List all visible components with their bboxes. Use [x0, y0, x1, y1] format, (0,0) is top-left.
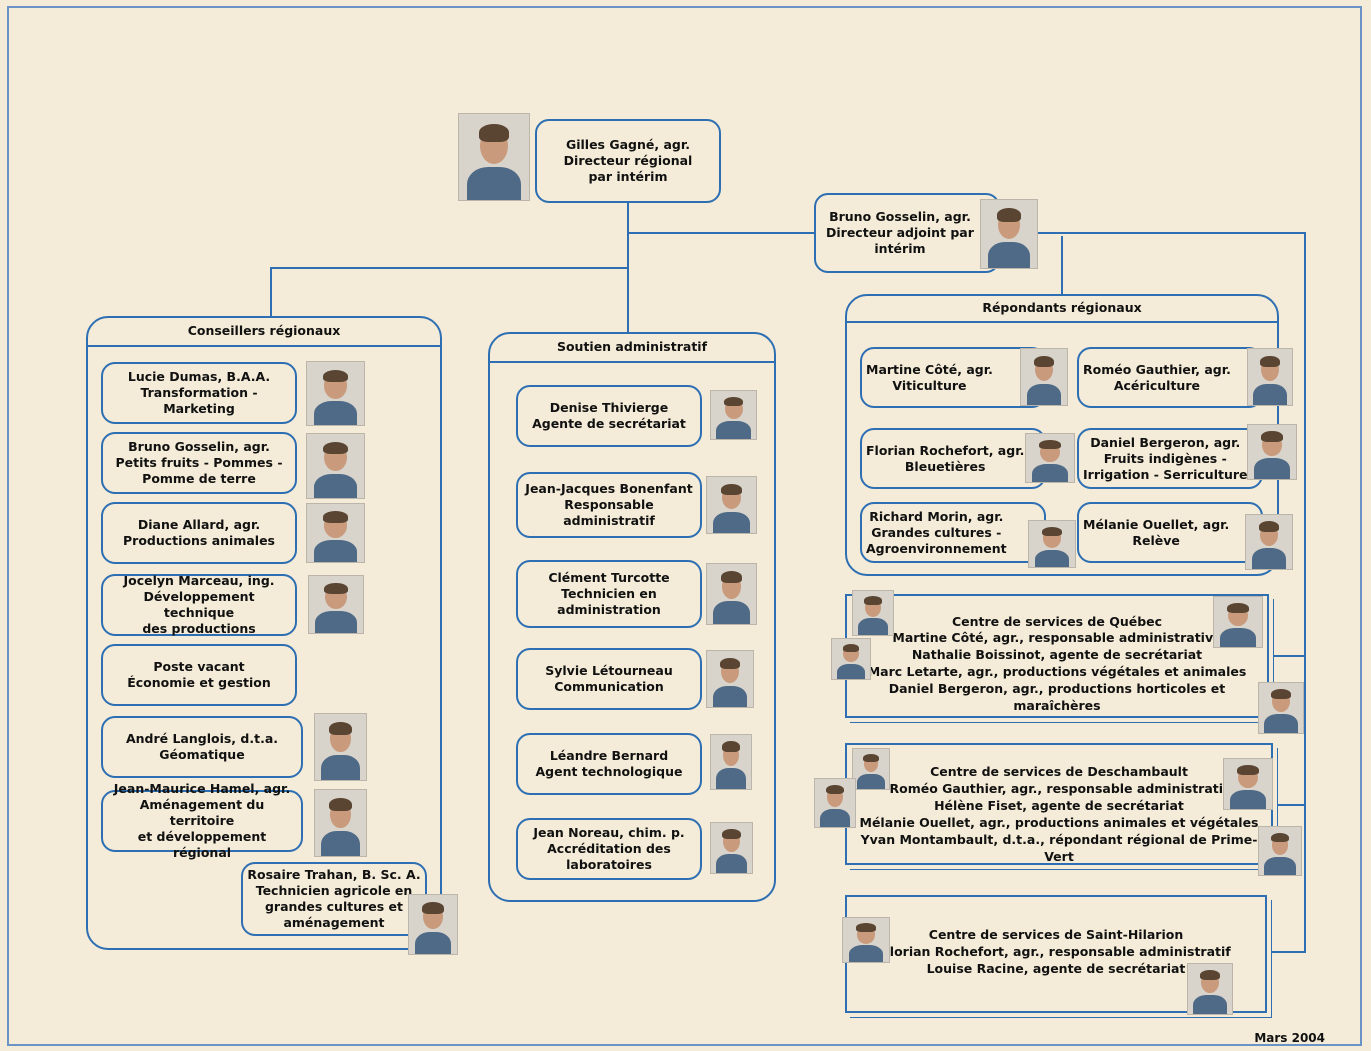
centre-quebec-line: Nathalie Boissinot, agente de secrétaria… — [911, 647, 1203, 662]
director-photo — [458, 113, 530, 201]
soutien-box: Jean-Jacques Bonenfant Responsable admin… — [516, 472, 702, 538]
centre-deschambault: Centre de services de Deschambault Roméo… — [845, 743, 1273, 865]
conseiller-box: Lucie Dumas, B.A.A. Transformation - Mar… — [101, 362, 297, 424]
repondant-box: Daniel Bergeron, agr. Fruits indigènes -… — [1077, 428, 1263, 489]
soutien-box: Léandre Bernard Agent technologique — [516, 733, 702, 795]
conseiller-box: Poste vacant Économie et gestion — [101, 644, 297, 706]
person-photo — [306, 361, 365, 426]
person-photo — [1258, 826, 1302, 876]
person-photo — [1247, 348, 1293, 406]
repondant-box: Florian Rochefort, agr. Bleuetières — [860, 428, 1046, 489]
soutien-box: Sylvie Létourneau Communication — [516, 648, 702, 710]
soutien-box: Jean Noreau, chim. p. Accréditation des … — [516, 818, 702, 880]
person-photo — [314, 789, 367, 857]
soutien-title: Soutien administratif — [556, 339, 708, 354]
repondants-divider — [847, 321, 1277, 323]
conseiller-box: Diane Allard, agr. Productions animales — [101, 502, 297, 564]
person-photo — [706, 650, 754, 708]
centre-quebec: Centre de services de Québec Martine Côt… — [845, 594, 1269, 718]
person-photo — [831, 638, 871, 680]
repondant-box: Roméo Gauthier, agr. Acériculture — [1077, 347, 1263, 408]
deputy-photo — [980, 199, 1038, 269]
conseiller-box: Jean-Maurice Hamel, agr. Aménagement du … — [101, 781, 303, 860]
soutien-box: Denise Thivierge Agente de secrétariat — [516, 385, 702, 447]
repondant-box: Richard Morin, agr. Grandes cultures - A… — [860, 502, 1046, 563]
person-photo — [1028, 520, 1076, 568]
person-photo — [1223, 758, 1273, 810]
conseiller-box: Bruno Gosselin, agr. Petits fruits - Pom… — [101, 432, 297, 494]
centre-deschambault-title: Centre de services de Deschambault — [930, 764, 1188, 779]
org-chart-frame — [7, 6, 1362, 1046]
soutien-divider — [490, 361, 774, 363]
person-photo — [1020, 348, 1068, 406]
conseillers-divider — [88, 345, 440, 347]
repondant-box: Mélanie Ouellet, agr. Relève — [1077, 502, 1263, 563]
director-box: Gilles Gagné, agr. Directeur régional pa… — [535, 119, 721, 203]
person-photo — [1245, 514, 1293, 570]
connector-deputy-right — [1038, 232, 1306, 953]
person-photo — [710, 822, 753, 874]
centre-deschambault-line: Hélène Fiset, agente de secrétariat — [934, 798, 1184, 813]
centre-quebec-line: Martine Côté, agr., responsable administ… — [892, 630, 1222, 645]
person-photo — [1247, 424, 1297, 480]
person-photo — [306, 503, 365, 563]
person-photo — [408, 894, 458, 955]
deputy-box: Bruno Gosselin, agr. Directeur adjoint p… — [814, 193, 1000, 273]
date-label: Mars 2004 — [1254, 1031, 1325, 1045]
centre-sainthilaire-line: Louise Racine, agente de secrétariat — [926, 961, 1186, 976]
person-photo — [706, 476, 757, 534]
person-photo — [1025, 433, 1075, 483]
centre-sainthilaire-line: Florian Rochefort, agr., responsable adm… — [881, 944, 1231, 959]
centre-deschambault-line: Roméo Gauthier, agr., responsable admini… — [889, 781, 1229, 796]
repondant-box: Martine Côté, agr. Viticulture — [860, 347, 1046, 408]
person-photo — [852, 590, 894, 636]
person-photo — [1213, 596, 1263, 648]
person-photo — [710, 734, 752, 790]
centre-quebec-line: Daniel Bergeron, agr., productions horti… — [888, 681, 1226, 713]
connector-conseillers — [270, 267, 628, 318]
centre-sainthilaire-title: Centre de services de Saint-Hilarion — [928, 927, 1184, 942]
centre-quebec-title: Centre de services de Québec — [951, 614, 1163, 629]
centre-quebec-line: Marc Letarte, agr., productions végétale… — [867, 664, 1247, 679]
centre-deschambault-line: Mélanie Ouellet, agr., productions anima… — [859, 815, 1259, 830]
person-photo — [706, 563, 757, 625]
soutien-box: Clément Turcotte Technicien en administr… — [516, 560, 702, 628]
centre-deschambault-line: Yvan Montambault, d.t.a., répondant régi… — [860, 832, 1258, 864]
person-photo — [1258, 682, 1304, 734]
person-photo — [306, 433, 365, 499]
conseiller-box: André Langlois, d.t.a. Géomatique — [101, 716, 303, 778]
person-photo — [308, 575, 364, 634]
person-photo — [842, 917, 890, 963]
person-photo — [314, 713, 367, 781]
conseillers-title: Conseillers régionaux — [187, 323, 341, 338]
conseiller-box: Jocelyn Marceau, ing. Développement tech… — [101, 573, 297, 636]
person-photo — [710, 390, 757, 440]
person-photo — [814, 778, 856, 828]
repondants-title: Répondants régionaux — [982, 300, 1142, 315]
person-photo — [852, 748, 890, 790]
person-photo — [1187, 963, 1233, 1015]
conseiller-box: Rosaire Trahan, B. Sc. A. Technicien agr… — [241, 862, 427, 936]
